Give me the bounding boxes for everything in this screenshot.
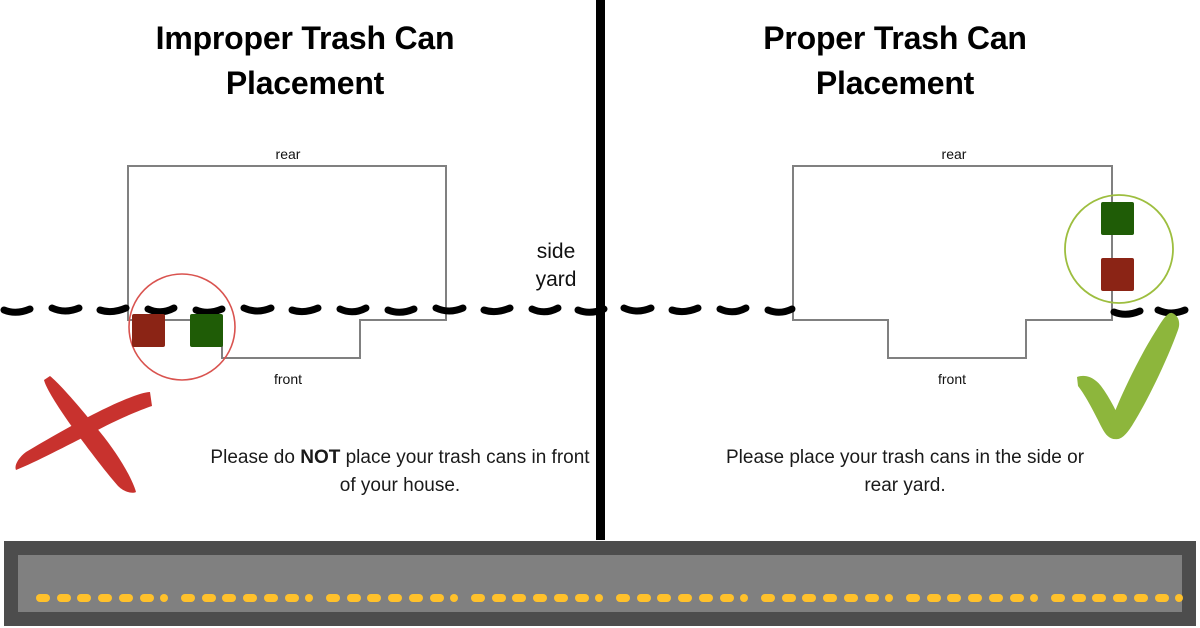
caption-improper: Please do NOT place your trash cans in f…: [205, 444, 595, 500]
road-dash: [926, 594, 941, 602]
trash-can-green-right: [1101, 202, 1134, 235]
front-label-left: front: [273, 371, 302, 387]
road-dash: [160, 594, 169, 602]
road-dash: [181, 594, 195, 602]
road-dash: [947, 594, 962, 602]
road-dash: [284, 594, 299, 602]
side-yard-label: side yard: [535, 240, 577, 291]
road-dash: [408, 594, 423, 602]
road-dash: [657, 594, 672, 602]
road-dash: [781, 594, 796, 602]
caption-proper: Please place your trash cans in the side…: [725, 447, 1085, 497]
road-dash: [553, 594, 568, 602]
red-x-icon: [15, 376, 153, 493]
road: [4, 541, 1196, 626]
green-check-icon: [1077, 312, 1180, 440]
road-dash: [616, 594, 630, 602]
road-dash: [968, 594, 983, 602]
road-dash: [1133, 594, 1148, 602]
caption-improper-prefix: Please do: [210, 447, 301, 468]
road-dash: [823, 594, 838, 602]
road-dash: [512, 594, 527, 602]
road-dash: [243, 594, 258, 602]
caption-improper-suffix: place your trash cans in front of your h…: [339, 447, 590, 497]
front-label-right: front: [937, 371, 966, 387]
road-dash: [1009, 594, 1024, 602]
road-dash: [864, 594, 879, 602]
page-title-proper: Proper Trash Can Placement: [763, 20, 1027, 102]
road-dash: [595, 594, 604, 602]
road-dash: [450, 594, 459, 602]
road-dash: [574, 594, 589, 602]
house-outline-left: [127, 165, 447, 359]
road-dash: [1071, 594, 1086, 602]
rear-label-left: rear: [275, 146, 301, 162]
road-dash: [139, 594, 154, 602]
road-dash: [367, 594, 382, 602]
road-dash: [698, 594, 713, 602]
road-dash: [885, 594, 894, 602]
road-dash: [1092, 594, 1107, 602]
road-dash: [56, 594, 71, 602]
road-dash: [740, 594, 749, 602]
road-dash: [906, 594, 920, 602]
road-dash: [77, 594, 92, 602]
road-dash: [1154, 594, 1169, 602]
road-dash: [636, 594, 651, 602]
road-dash: [678, 594, 693, 602]
road-dash: [1051, 594, 1065, 602]
trash-can-green-left: [190, 314, 223, 347]
road-dash: [1030, 594, 1039, 602]
road-centerline: [36, 594, 1196, 602]
page-title-improper: Improper Trash Can Placement: [155, 20, 455, 102]
road-dash: [491, 594, 506, 602]
road-dash: [761, 594, 775, 602]
road-dash: [1175, 594, 1184, 602]
trash-can-red-right: [1101, 258, 1134, 291]
road-dash: [346, 594, 361, 602]
road-dash: [326, 594, 340, 602]
road-dash: [201, 594, 216, 602]
trash-can-red-left: [132, 314, 165, 347]
road-dash: [429, 594, 444, 602]
road-dash: [388, 594, 403, 602]
panel-divider: [596, 0, 605, 540]
property-line-dashes: [0, 304, 1189, 318]
rear-label-right: rear: [941, 146, 967, 162]
road-dash: [36, 594, 50, 602]
road-dash: [1113, 594, 1128, 602]
road-dash: [843, 594, 858, 602]
road-dash: [118, 594, 133, 602]
road-surface: [18, 555, 1184, 612]
road-dash: [222, 594, 237, 602]
house-outline-right: [792, 165, 1113, 359]
road-dash: [802, 594, 817, 602]
road-dash: [263, 594, 278, 602]
road-dash: [98, 594, 113, 602]
road-dash: [719, 594, 734, 602]
road-dash: [305, 594, 314, 602]
road-dash: [988, 594, 1003, 602]
road-dash: [533, 594, 548, 602]
road-dash: [471, 594, 485, 602]
caption-improper-emphasis: NOT: [300, 447, 341, 468]
